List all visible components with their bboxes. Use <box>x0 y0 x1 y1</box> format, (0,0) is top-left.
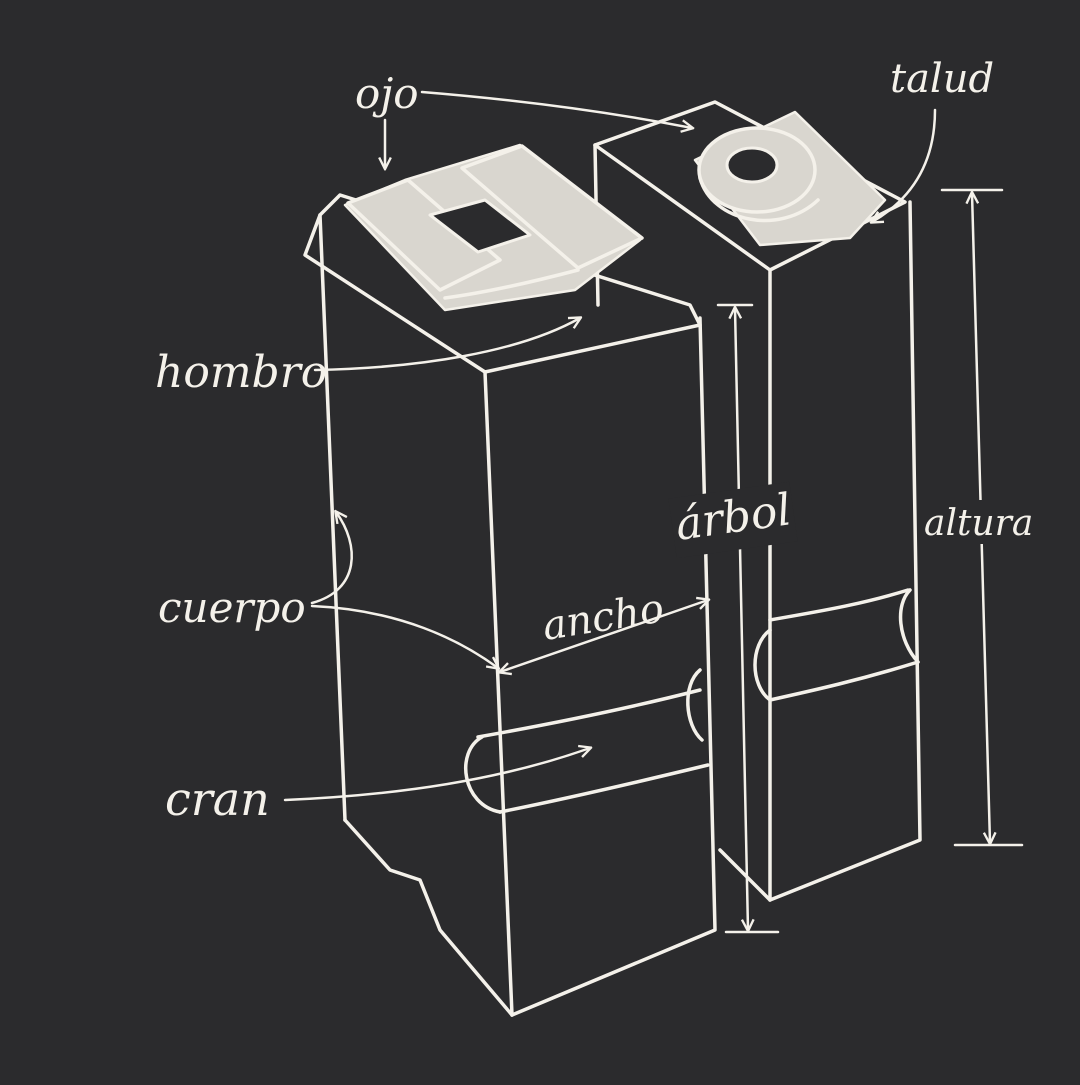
o-face-counter <box>725 146 779 184</box>
cran-pointer <box>283 748 590 802</box>
right-nick-top-line <box>768 588 910 622</box>
label-cuerpo: cuerpo <box>158 583 306 632</box>
left-block-back-edge <box>318 213 347 822</box>
label-hombro: hombro <box>155 347 327 398</box>
h-face-base <box>443 268 580 300</box>
right-nick-groove <box>753 628 772 702</box>
label-ancho: ancho <box>539 585 667 649</box>
right-nick-bottom-line <box>768 660 920 702</box>
label-ojo: ojo <box>355 69 419 118</box>
talud-pointer <box>872 108 937 222</box>
left-nick-bottom-line <box>498 763 710 814</box>
label-cran: cran <box>165 772 270 826</box>
label-altura: altura <box>924 503 1033 544</box>
left-nick-top-line <box>476 688 702 739</box>
cuerpo-pointer-back <box>310 512 354 605</box>
o-face-bevel <box>698 176 820 223</box>
cuerpo-pointer-front <box>310 604 498 668</box>
letter-o-face <box>693 110 887 247</box>
right-type-block <box>593 100 922 902</box>
arbol-dimension <box>735 308 748 930</box>
h-face-left-stem <box>346 178 502 292</box>
left-block-bottom-feet <box>343 818 514 1017</box>
left-nick-groove <box>463 735 502 814</box>
arbol-label-mask <box>668 481 798 559</box>
right-nick-side <box>898 588 920 664</box>
left-block-right-edge <box>510 316 717 1017</box>
h-face-right-stem <box>460 144 644 270</box>
right-block-bottom-edge <box>718 848 772 902</box>
label-talud: talud <box>890 56 994 102</box>
ancho-dimension <box>500 600 708 672</box>
ojo-pointer-right <box>420 90 692 128</box>
left-block-front-edge <box>483 370 514 1017</box>
right-block-top <box>593 100 907 272</box>
left-type-block <box>303 143 717 1017</box>
hombro-pointer <box>313 318 580 372</box>
left-nick-side <box>686 668 704 742</box>
letter-h-face <box>343 143 644 312</box>
h-face-crossbar <box>428 198 532 254</box>
right-block-front-face <box>768 200 922 902</box>
altura-label-mask <box>922 500 1032 544</box>
